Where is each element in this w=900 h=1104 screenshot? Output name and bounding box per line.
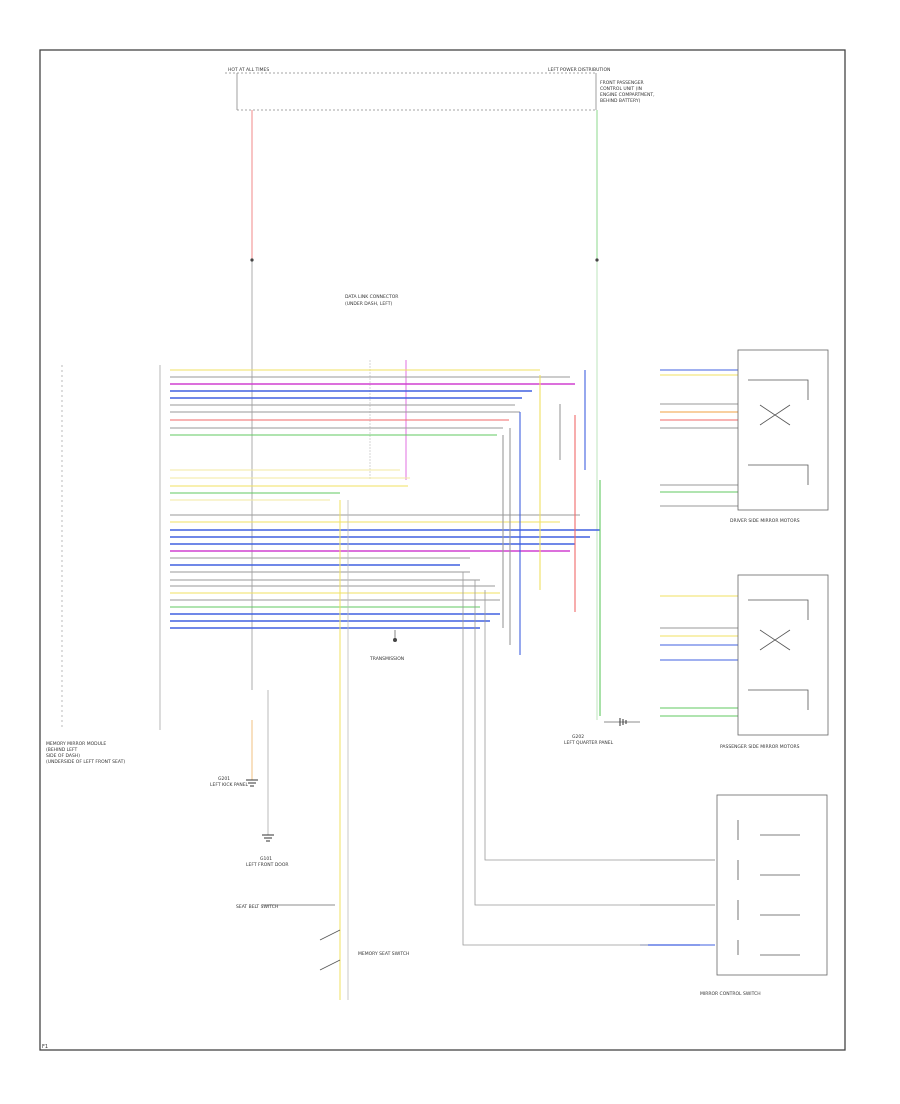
ground-g202: G202 <box>572 734 584 740</box>
label-left-door: LEFT FRONT DOOR <box>246 862 289 868</box>
label-top-right-sub-0: FRONT PASSENGER <box>600 80 644 86</box>
label-top-right-sub-3: BEHIND BATTERY) <box>600 98 641 104</box>
label-seat-sw: SEAT BELT SWITCH <box>236 904 278 910</box>
label-g201-desc: LEFT KICK PANEL <box>210 782 249 788</box>
label-left-module-sub-2: (UNDERSIDE OF LEFT FRONT SEAT) <box>46 759 125 765</box>
label-left-module-sub-0: (BEHIND LEFT <box>46 747 78 753</box>
label-driver-mirror: DRIVER SIDE MIRROR MOTORS <box>730 518 800 524</box>
label-passenger-mirror: PASSENGER SIDE MIRROR MOTORS <box>720 744 800 750</box>
label-left-power-dist: LEFT POWER DISTRIBUTION <box>548 67 610 73</box>
pin-wires <box>170 369 738 946</box>
label-g202-desc: LEFT QUARTER PANEL <box>564 740 614 746</box>
label-top-right-sub-1: CONTROL UNIT (IN <box>600 86 642 92</box>
label-switch: MIRROR CONTROL SWITCH <box>700 991 761 997</box>
driver-mirror-box <box>737 349 829 511</box>
label-hot-at-all-times: HOT AT ALL TIMES <box>228 67 269 73</box>
label-data-link-sub: (UNDER DASH, LEFT) <box>345 301 392 307</box>
ground-g101: G101 <box>260 856 272 862</box>
corner-mark: F1 <box>42 1044 48 1050</box>
label-mem-sw: MEMORY SEAT SWITCH <box>358 951 409 957</box>
label-top-right-sub-2: ENGINE COMPARTMENT, <box>600 92 655 98</box>
ground-g201: G201 <box>218 776 230 782</box>
switch-box <box>716 794 828 976</box>
label-left-module: MEMORY MIRROR MODULE <box>46 741 106 747</box>
passenger-mirror-box <box>737 574 829 736</box>
label-transmission: TRANSMISSION <box>369 656 404 662</box>
label-data-link: DATA LINK CONNECTOR <box>345 294 398 300</box>
diagram-border <box>39 49 846 1051</box>
label-left-module-sub-1: SIDE OF DASH) <box>46 753 80 759</box>
